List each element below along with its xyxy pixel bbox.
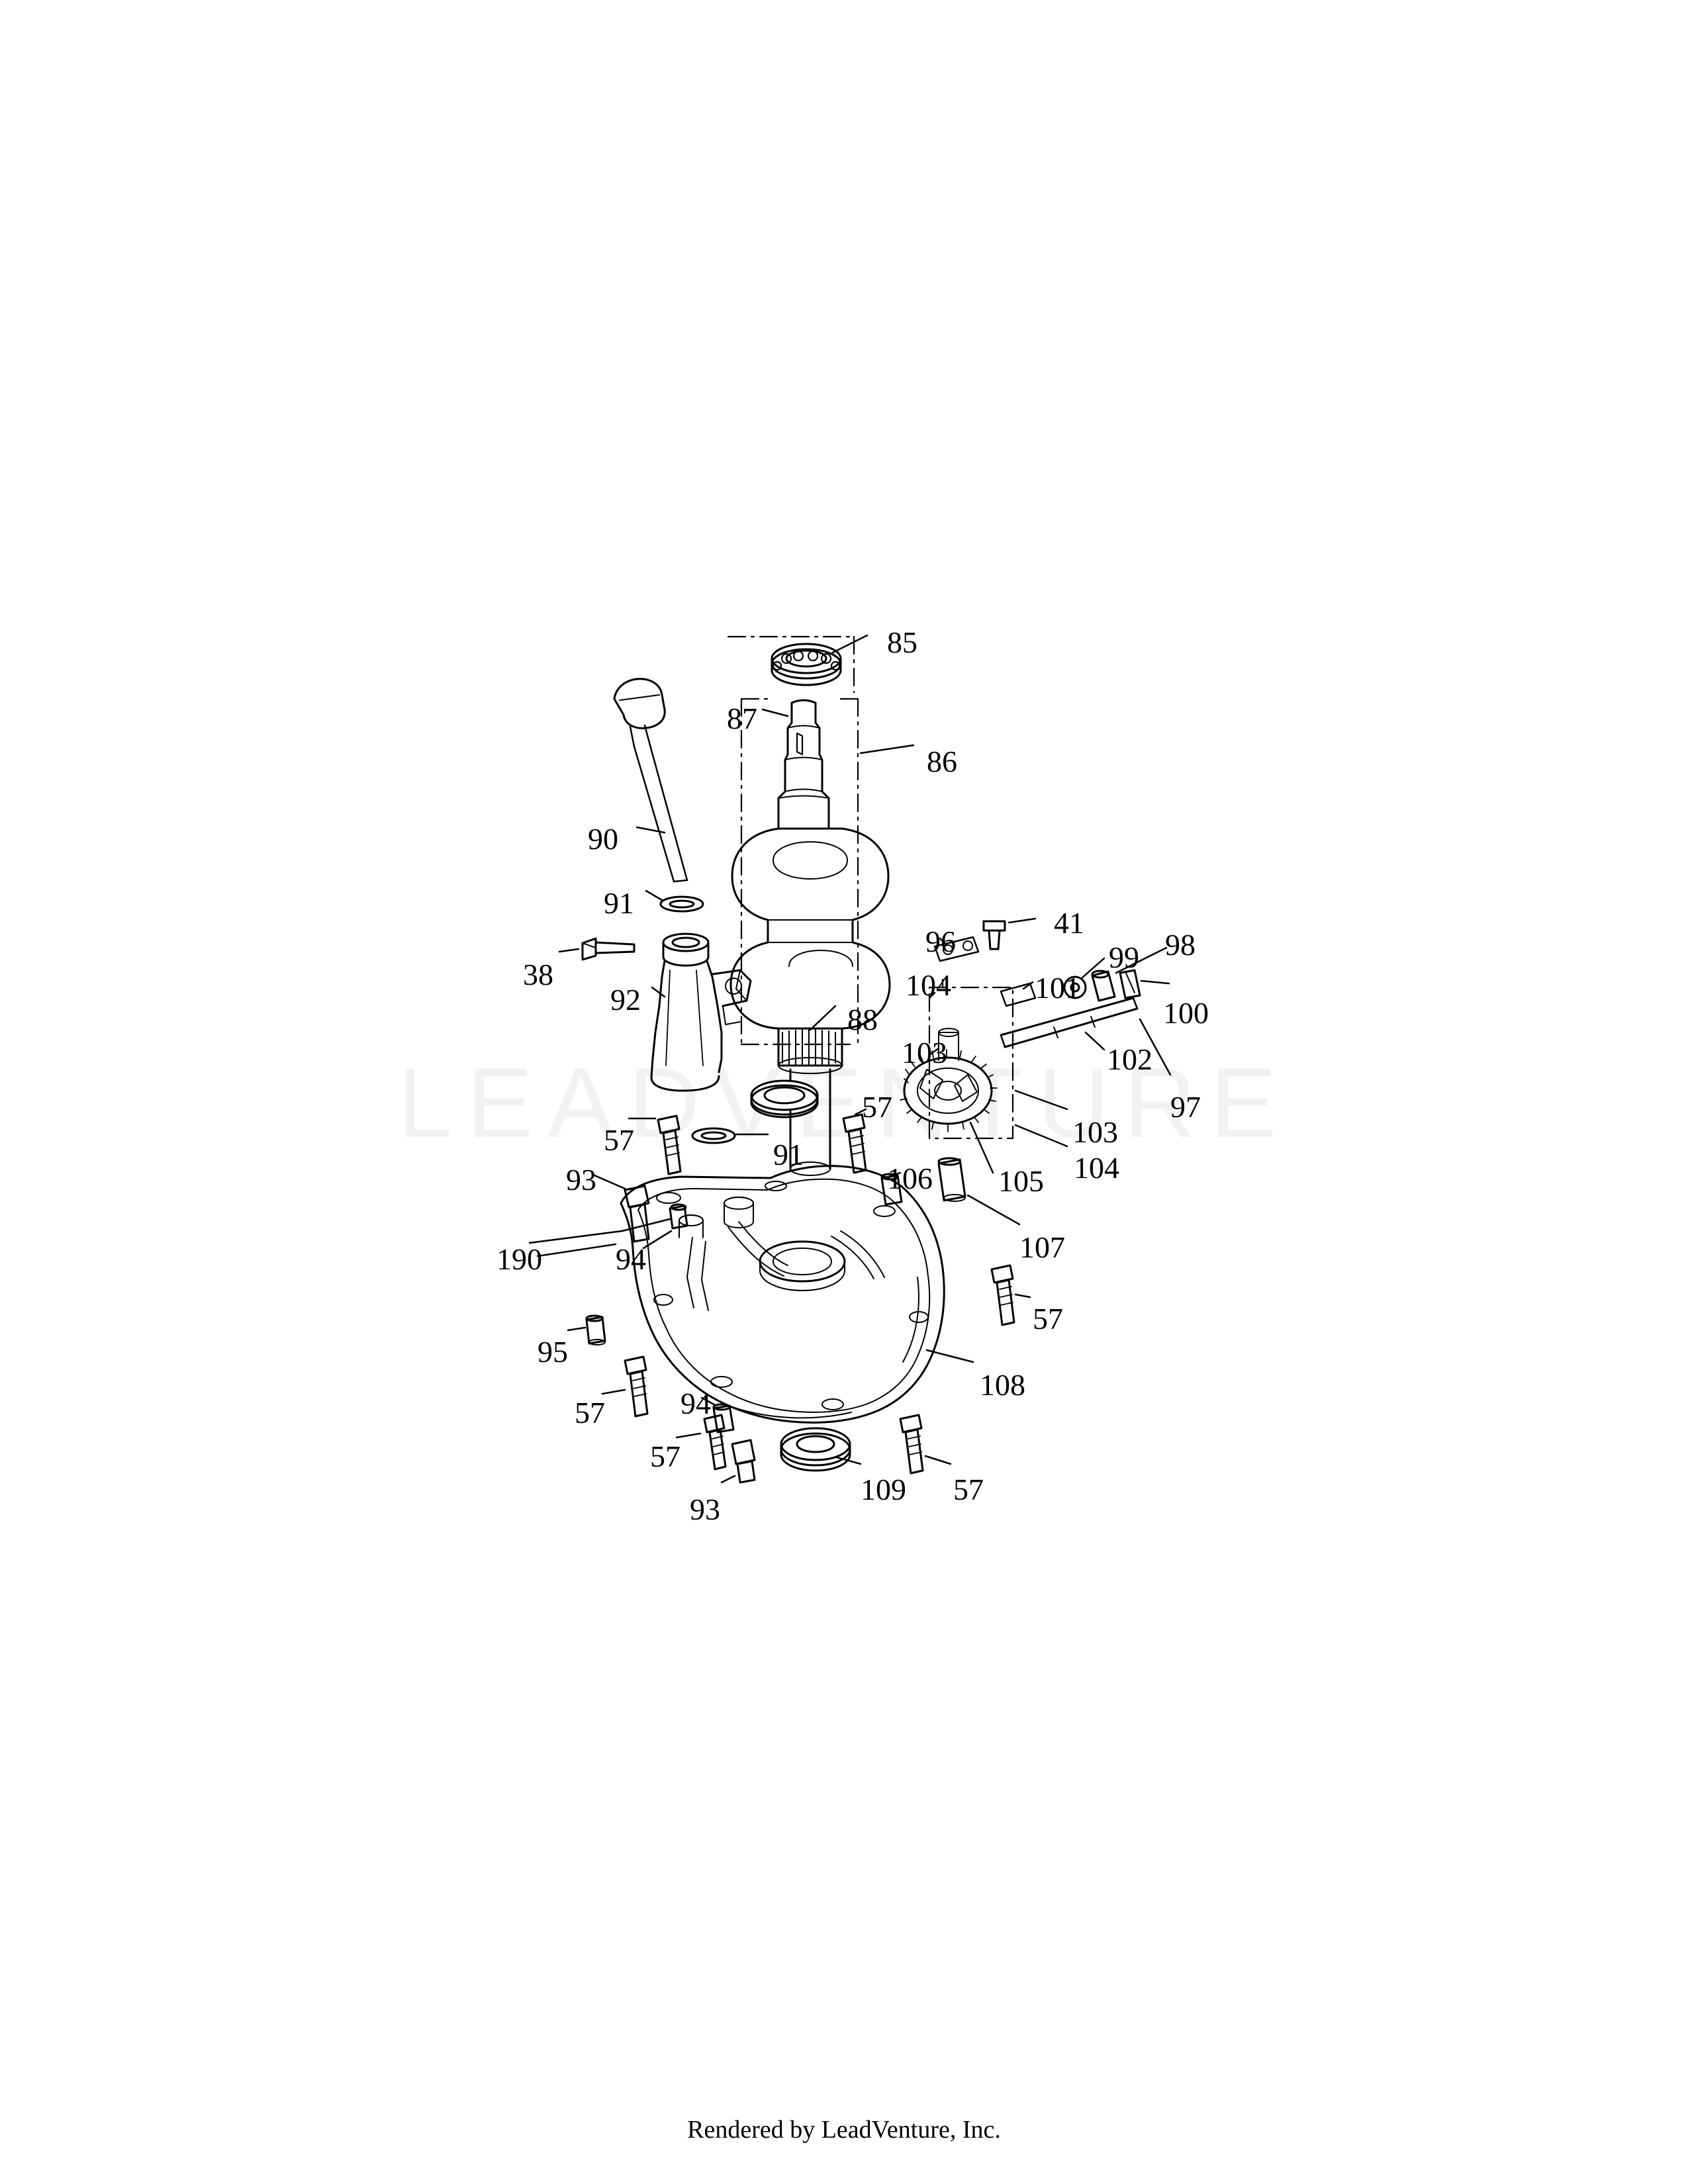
callout-91-upper: 91 bbox=[604, 886, 634, 920]
callout-109: 109 bbox=[861, 1473, 906, 1506]
part-98-bushing bbox=[1091, 970, 1116, 1002]
callout-107: 107 bbox=[1019, 1230, 1065, 1264]
callout-99: 99 bbox=[1109, 940, 1139, 974]
part-57-bolt-c bbox=[990, 1264, 1015, 1326]
part-57-bolt-f bbox=[899, 1414, 924, 1475]
callout-41: 41 bbox=[1054, 906, 1084, 940]
part-100-clip bbox=[1119, 969, 1141, 999]
part-91-o-ring-upper bbox=[659, 895, 704, 913]
callout-97: 97 bbox=[1170, 1090, 1201, 1124]
callout-92: 92 bbox=[610, 983, 641, 1017]
callout-104-lower: 104 bbox=[1074, 1151, 1119, 1185]
part-90-dipstick bbox=[613, 678, 688, 883]
callout-94-lower: 94 bbox=[680, 1387, 711, 1420]
part-105-governor-gear bbox=[900, 1028, 998, 1132]
callout-94-upper: 94 bbox=[616, 1242, 646, 1276]
callout-102: 102 bbox=[1107, 1042, 1152, 1076]
part-96-governor-lever bbox=[933, 936, 980, 962]
callout-98: 98 bbox=[1165, 928, 1196, 962]
callout-57-c: 57 bbox=[1033, 1302, 1063, 1336]
part-99-washer bbox=[1063, 976, 1087, 999]
callout-57-e: 57 bbox=[650, 1439, 680, 1473]
callout-57-b: 57 bbox=[604, 1123, 634, 1157]
part-108-crankcase bbox=[620, 1165, 945, 1424]
callout-108: 108 bbox=[980, 1368, 1025, 1402]
callout-91-lower: 91 bbox=[773, 1138, 804, 1171]
callout-38: 38 bbox=[523, 958, 553, 991]
callout-103-lower: 103 bbox=[1072, 1115, 1118, 1149]
callout-95: 95 bbox=[538, 1335, 568, 1369]
part-57-bolt-a bbox=[657, 1115, 682, 1175]
part-92-oil-fill-tube bbox=[650, 933, 752, 1092]
callout-86: 86 bbox=[927, 745, 957, 778]
part-85-bearing bbox=[771, 643, 842, 686]
part-109-seal bbox=[780, 1427, 851, 1472]
callout-88: 88 bbox=[847, 1003, 878, 1036]
callout-100: 100 bbox=[1163, 996, 1209, 1030]
callout-104-upper: 104 bbox=[906, 968, 951, 1002]
callout-106: 106 bbox=[887, 1161, 933, 1195]
callout-93-lower: 93 bbox=[690, 1492, 720, 1526]
footer-attribution: Rendered by LeadVenture, Inc. bbox=[687, 2116, 1001, 2144]
part-95-spacer bbox=[585, 1314, 606, 1345]
callout-57-f: 57 bbox=[953, 1473, 984, 1506]
callout-85: 85 bbox=[887, 625, 917, 659]
part-91-o-ring-lower bbox=[691, 1127, 736, 1144]
callout-57-a: 57 bbox=[862, 1090, 892, 1124]
part-86-crankshaft bbox=[729, 699, 891, 1176]
callout-93-upper: 93 bbox=[566, 1163, 596, 1197]
part-101-bracket bbox=[1000, 982, 1037, 1007]
callout-101: 101 bbox=[1035, 971, 1080, 1005]
callout-90: 90 bbox=[588, 822, 618, 856]
part-107-spacer bbox=[937, 1157, 966, 1202]
callout-87: 87 bbox=[727, 702, 757, 735]
part-57-bolt-e bbox=[703, 1414, 727, 1471]
part-93-dowel-lower bbox=[731, 1439, 756, 1484]
callout-57-d: 57 bbox=[575, 1396, 605, 1430]
part-41-screw bbox=[982, 920, 1006, 950]
part-97-governor-shaft bbox=[1000, 997, 1139, 1048]
part-106-spacer bbox=[880, 1173, 903, 1206]
callout-103-upper: 103 bbox=[902, 1036, 947, 1069]
part-57-bolt-d bbox=[624, 1355, 649, 1418]
part-38-bolt bbox=[581, 937, 635, 961]
callout-96: 96 bbox=[925, 925, 956, 958]
callout-190: 190 bbox=[496, 1242, 542, 1276]
callout-105: 105 bbox=[998, 1164, 1044, 1198]
part-88-element bbox=[750, 1079, 819, 1118]
